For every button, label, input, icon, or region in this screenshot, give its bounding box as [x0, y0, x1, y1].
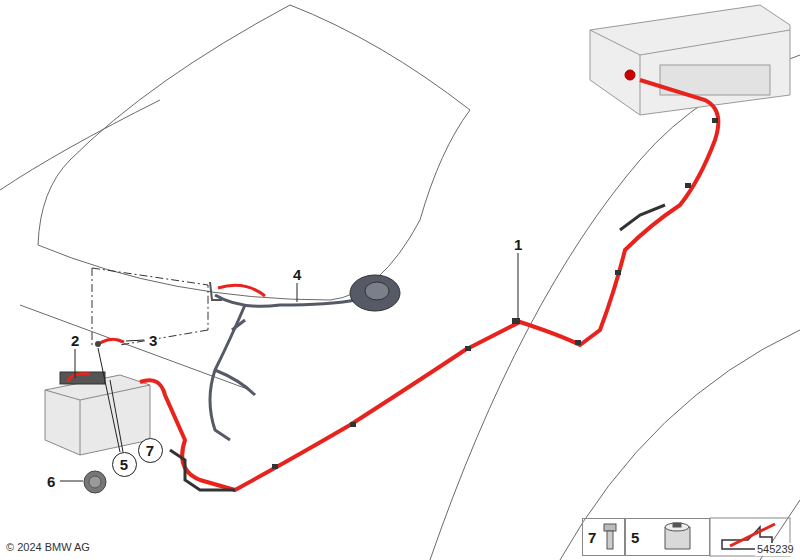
callout-number: 7 — [146, 443, 154, 458]
copyright-note: © 2024 BMW AG — [4, 541, 92, 554]
callout-number: 2 — [69, 332, 81, 349]
callout-number: 5 — [631, 529, 639, 546]
callout-circle: 5 — [112, 452, 137, 477]
diagram-number: 545239 — [755, 543, 796, 556]
callout-number: 5 — [120, 457, 128, 472]
callout-number: 4 — [291, 266, 303, 283]
callout-number: 6 — [45, 473, 57, 490]
callout-circle: 7 — [138, 438, 163, 463]
legend-part-box: 7 — [582, 518, 625, 556]
legend-part-box: 5 — [625, 518, 710, 556]
callout-number: 1 — [512, 236, 524, 253]
callout-number: 3 — [147, 332, 159, 349]
callout-number: 7 — [588, 529, 596, 546]
